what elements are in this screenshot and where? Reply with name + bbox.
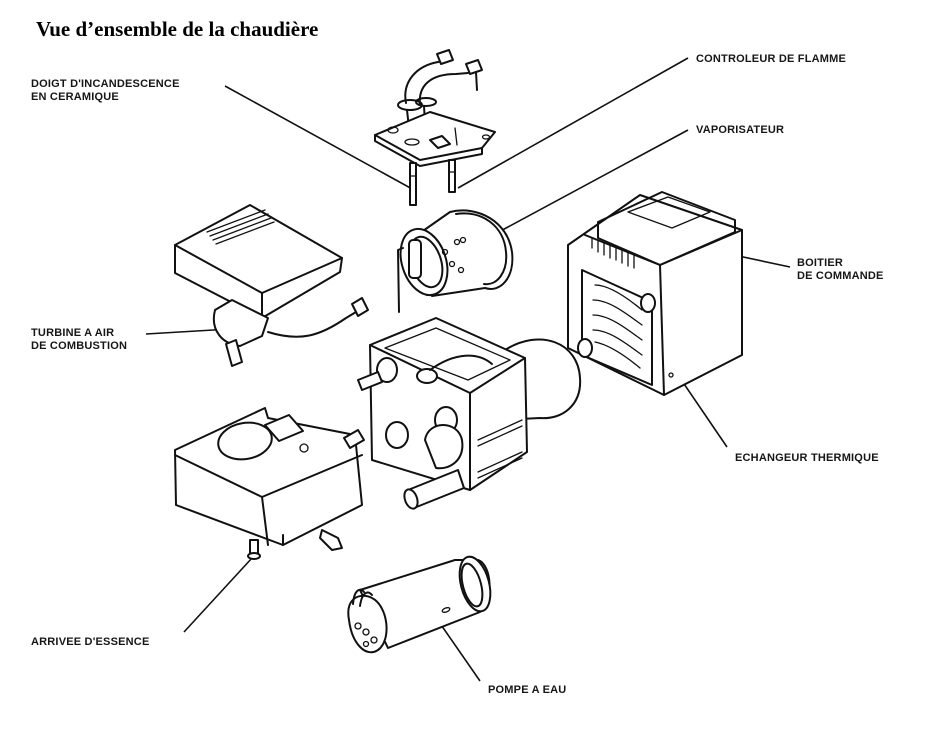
label-water-pump: POMPE A EAU (488, 684, 567, 696)
label-fuel-inlet: ARRIVEE D'ESSENCE (31, 636, 150, 648)
label-vaporizer: VAPORISATEUR (696, 124, 785, 136)
label-combustion-fan: TURBINE A AIR DE COMBUSTION (31, 327, 128, 352)
water-pump-part (347, 555, 492, 654)
heat-exchanger-part (567, 191, 743, 396)
diagram-title: Vue d’ensemble de la chaudière (36, 17, 319, 41)
flame-controller-part (374, 49, 496, 206)
leader-arrivee (183, 557, 253, 633)
leader-controleur (457, 57, 689, 189)
label-heat-exchanger: ECHANGEUR THERMIQUE (735, 452, 879, 464)
leader-echangeur (679, 377, 728, 448)
leader-lines (145, 57, 791, 682)
label-flame-controller: CONTROLEUR DE FLAMME (696, 53, 847, 65)
vaporizer-part (397, 209, 514, 313)
leader-doigt (224, 85, 415, 191)
label-control-box: BOITIER DE COMMANDE (797, 257, 884, 282)
burner-body-part (357, 317, 582, 510)
combustion-fan-part (174, 204, 369, 367)
label-glow-plug: DOIGT D'INCANDESCENCE EN CERAMIQUE (31, 78, 180, 103)
lower-housing-part (174, 407, 365, 560)
leader-pompe (436, 618, 481, 682)
leader-vaporisateur (494, 129, 689, 235)
